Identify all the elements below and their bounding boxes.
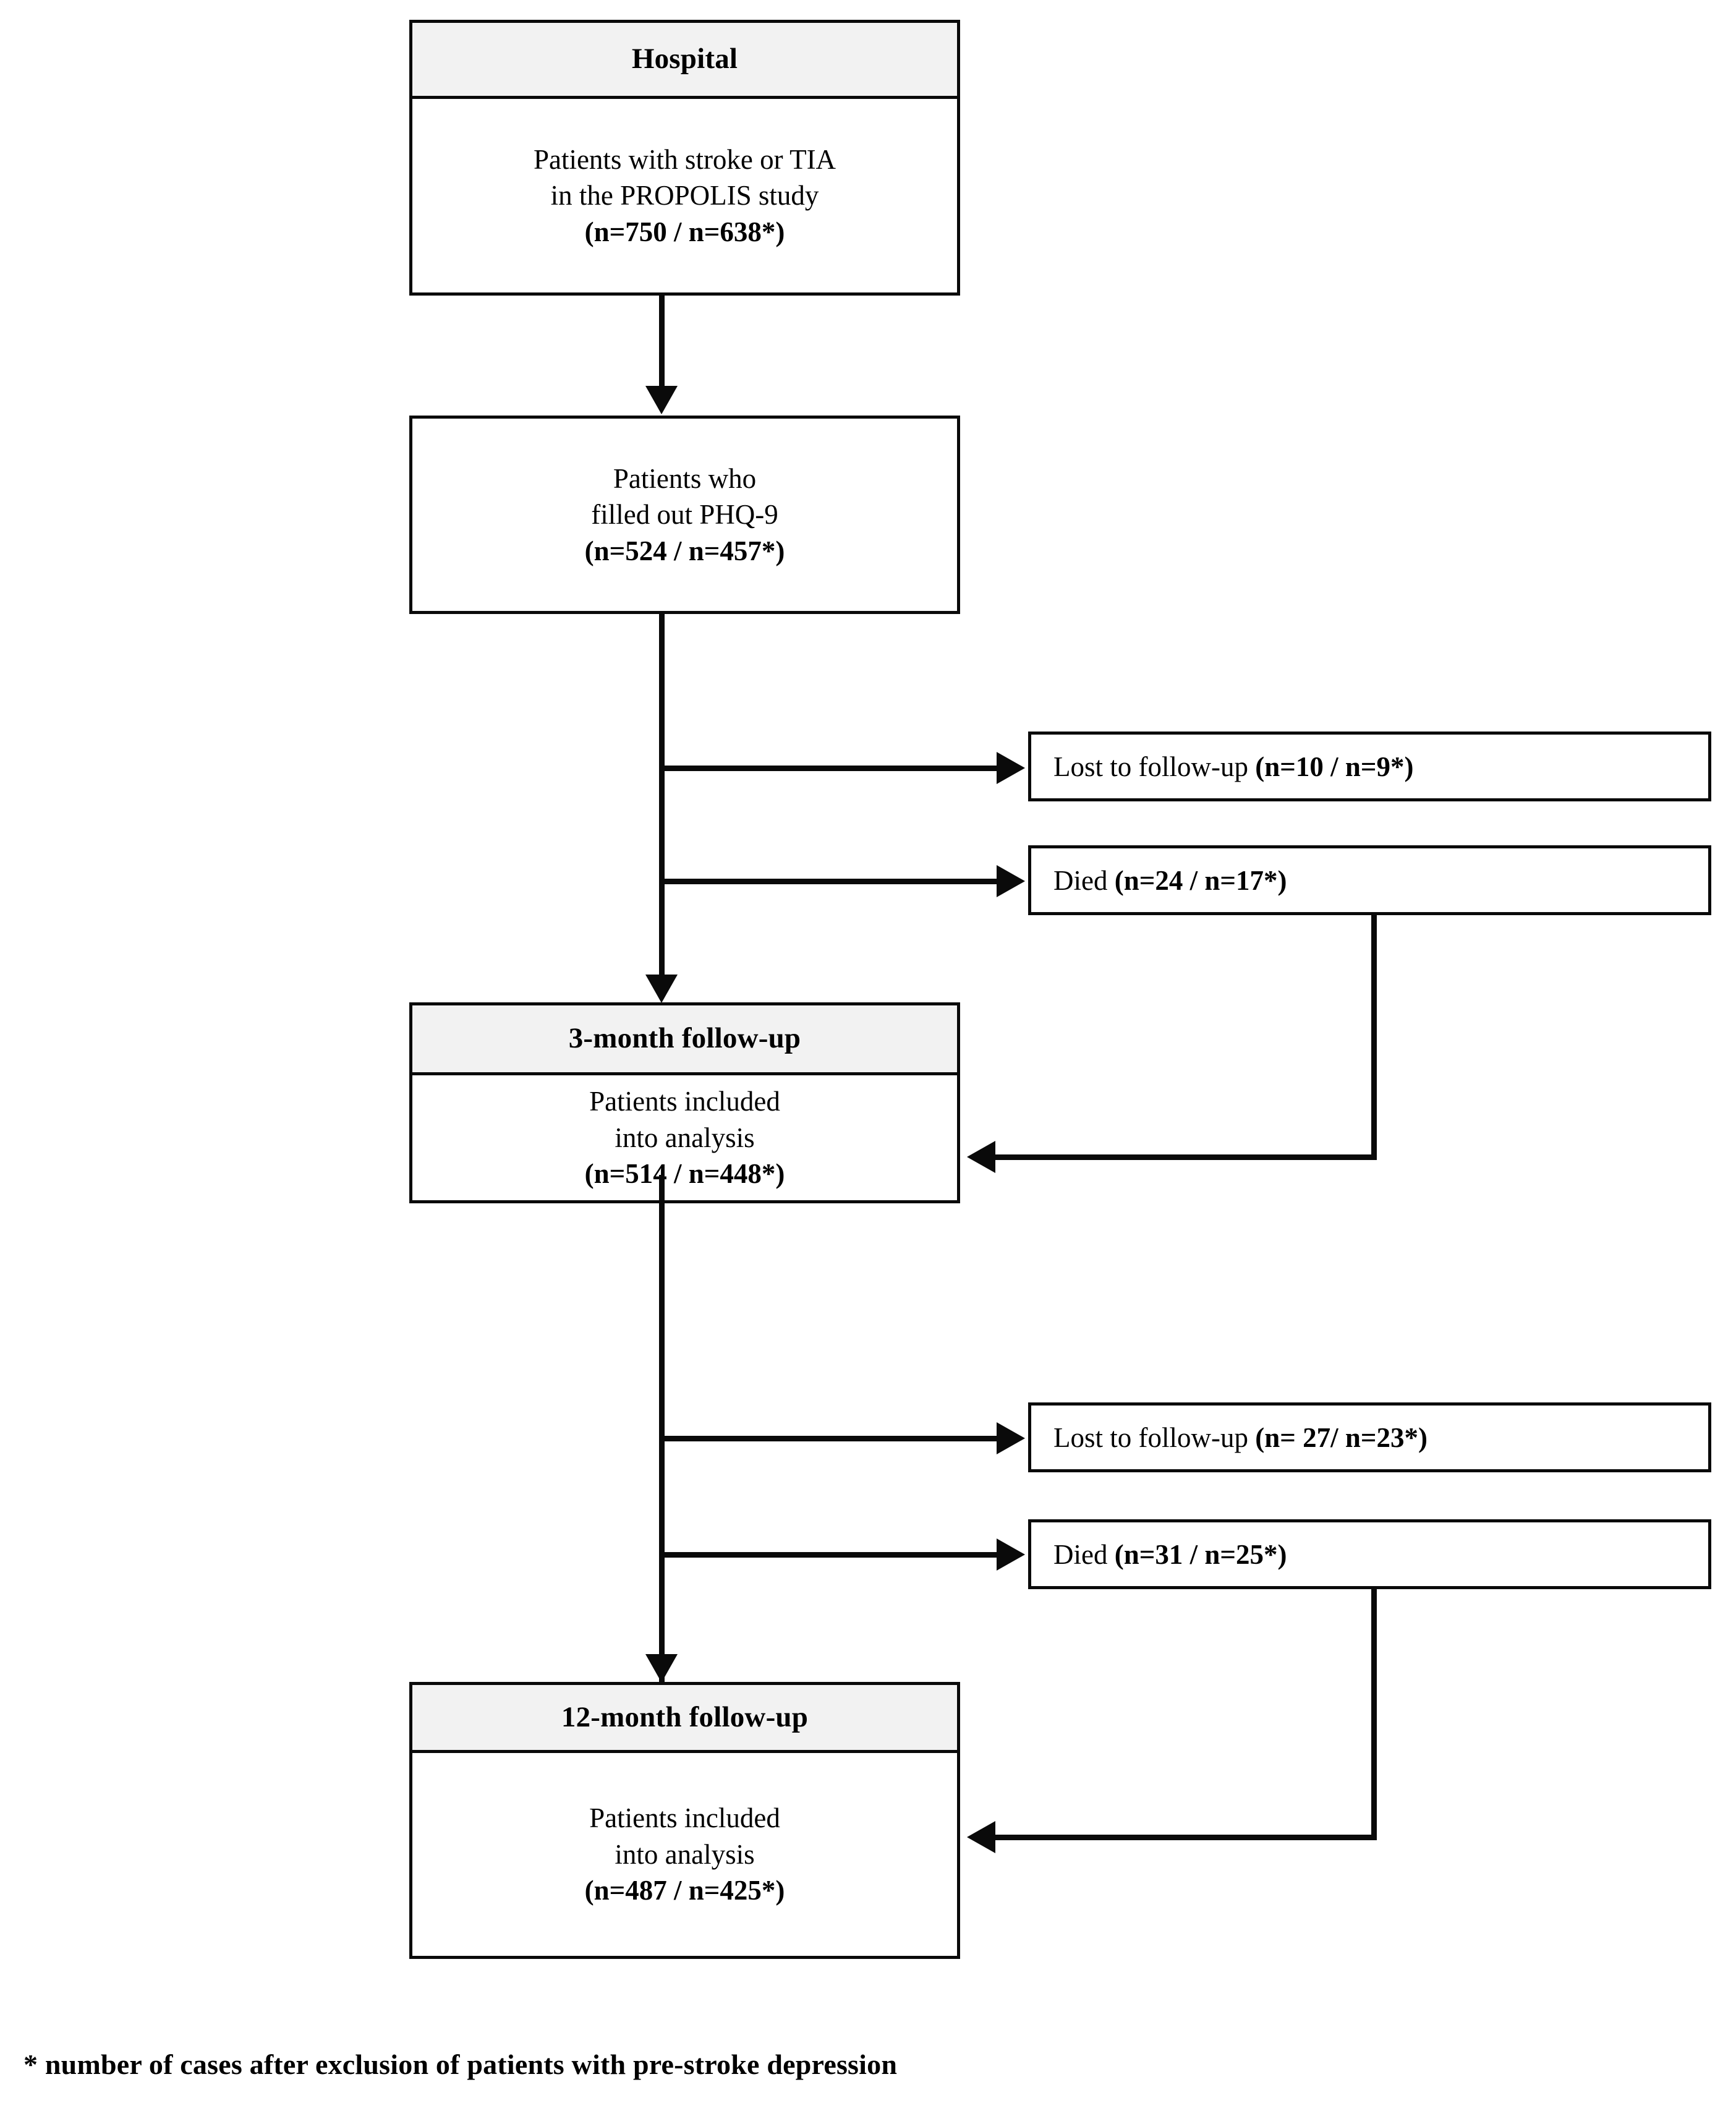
arrowhead-right-died-2 <box>997 1538 1025 1571</box>
node-followup-3-month-count: (n=514 / n=448*) <box>584 1158 785 1190</box>
node-followup-3-month-header: 3-month follow-up <box>412 1005 957 1075</box>
connector-died-1-return-vertical <box>1371 915 1377 1160</box>
node-died-2-label: Died <box>1053 1538 1115 1570</box>
node-followup-3-month-line-2: into analysis <box>615 1122 755 1153</box>
node-hospital: Hospital Patients with stroke or TIA in … <box>409 20 960 296</box>
node-phq9: Patients who filled out PHQ-9 (n=524 / n… <box>409 416 960 614</box>
connector-died-2-return-horizontal <box>995 1835 1374 1840</box>
node-died-1-body: Died (n=24 / n=17*) <box>1031 864 1708 897</box>
arrowhead-down-phq9 <box>645 386 678 414</box>
node-died-2: Died (n=31 / n=25*) <box>1028 1519 1711 1589</box>
connector-hospital-to-phq9 <box>659 296 665 395</box>
node-followup-12-month: 12-month follow-up Patients included int… <box>409 1682 960 1959</box>
node-died-1-count: (n=24 / n=17*) <box>1114 864 1287 896</box>
node-phq9-line-1: Patients who <box>613 463 757 494</box>
arrowhead-down-12month <box>645 1654 678 1683</box>
node-died-1-label: Died <box>1053 864 1115 896</box>
node-followup-12-month-line-2: into analysis <box>615 1838 755 1870</box>
node-hospital-line-2: in the PROPOLIS study <box>550 180 819 211</box>
node-hospital-header: Hospital <box>412 23 957 99</box>
connector-branch-lost-2 <box>659 1436 1005 1441</box>
connector-branch-died-1 <box>659 879 1005 884</box>
connector-died-2-return-vertical <box>1371 1589 1377 1840</box>
node-lost-followup-2-body: Lost to follow-up (n= 27/ n=23*) <box>1031 1421 1708 1454</box>
node-phq9-count: (n=524 / n=457*) <box>584 535 785 566</box>
node-hospital-line-1: Patients with stroke or TIA <box>533 143 836 175</box>
node-died-1: Died (n=24 / n=17*) <box>1028 845 1711 915</box>
arrowhead-left-3month <box>967 1141 995 1173</box>
connector-branch-lost-1 <box>659 766 1005 771</box>
connector-branch-died-2 <box>659 1552 1005 1558</box>
node-lost-followup-2: Lost to follow-up (n= 27/ n=23*) <box>1028 1402 1711 1472</box>
node-died-2-count: (n=31 / n=25*) <box>1114 1538 1287 1570</box>
node-phq9-body: Patients who filled out PHQ-9 (n=524 / n… <box>412 419 957 611</box>
arrowhead-left-12month <box>967 1821 995 1853</box>
node-followup-3-month-body: Patients included into analysis (n=514 /… <box>412 1075 957 1200</box>
footnote-asterisk-note: * number of cases after exclusion of pat… <box>23 2049 898 2080</box>
node-hospital-count: (n=750 / n=638*) <box>584 216 785 247</box>
node-followup-3-month: 3-month follow-up Patients included into… <box>409 1002 960 1203</box>
node-lost-followup-1-label: Lost to follow-up <box>1053 751 1256 782</box>
node-lost-followup-2-count: (n= 27/ n=23*) <box>1255 1422 1428 1453</box>
node-lost-followup-1: Lost to follow-up (n=10 / n=9*) <box>1028 732 1711 801</box>
node-phq9-line-2: filled out PHQ-9 <box>591 499 778 531</box>
arrowhead-right-died-1 <box>997 865 1025 897</box>
node-followup-12-month-line-1: Patients included <box>589 1802 780 1834</box>
node-followup-12-month-count: (n=487 / n=425*) <box>584 1875 785 1906</box>
node-followup-3-month-line-1: Patients included <box>589 1086 780 1117</box>
node-lost-followup-1-count: (n=10 / n=9*) <box>1255 751 1414 782</box>
node-hospital-body: Patients with stroke or TIA in the PROPO… <box>412 99 957 292</box>
node-lost-followup-1-body: Lost to follow-up (n=10 / n=9*) <box>1031 750 1708 783</box>
connector-died-1-return-horizontal <box>995 1154 1374 1160</box>
connector-phq9-to-3month <box>659 614 665 984</box>
connector-3month-to-12month <box>659 1175 665 1682</box>
arrowhead-right-lost-1 <box>997 752 1025 784</box>
node-died-2-body: Died (n=31 / n=25*) <box>1031 1538 1708 1571</box>
arrowhead-down-3month <box>645 975 678 1003</box>
node-followup-12-month-header: 12-month follow-up <box>412 1685 957 1753</box>
node-lost-followup-2-label: Lost to follow-up <box>1053 1422 1256 1453</box>
node-followup-12-month-body: Patients included into analysis (n=487 /… <box>412 1753 957 1956</box>
arrowhead-right-lost-2 <box>997 1422 1025 1454</box>
